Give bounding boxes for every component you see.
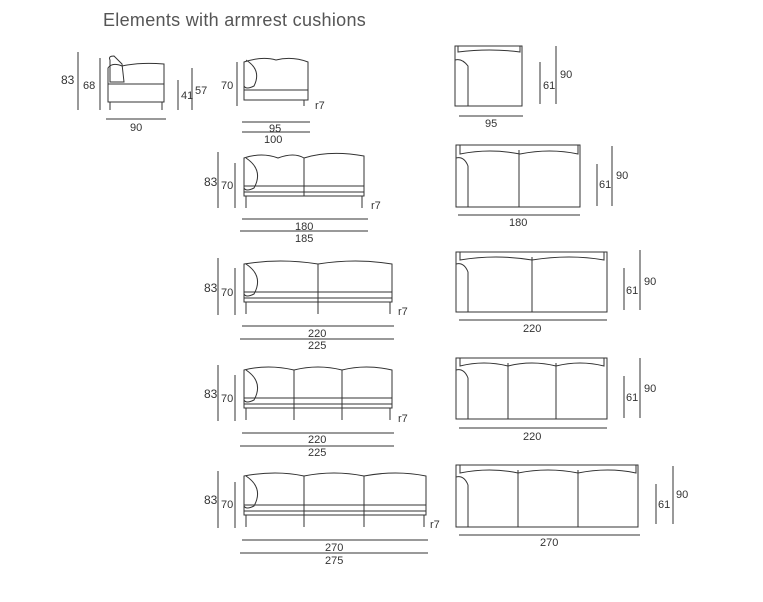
element-95-side-view bbox=[236, 57, 310, 133]
element-220-b-top-view bbox=[455, 357, 641, 429]
element-180-side-view bbox=[217, 152, 368, 232]
element-270-seat-depth-label: 61 bbox=[658, 499, 671, 511]
element-180-outer-width-label: 185 bbox=[295, 233, 314, 245]
element-95-plan-width-label: 95 bbox=[485, 118, 498, 130]
element-220-a-total-height-label: 83 bbox=[204, 281, 218, 295]
element-220-b-total-height-label: 83 bbox=[204, 387, 218, 401]
element-220-a-top-view bbox=[455, 250, 641, 321]
element-220-a-inner-width-label: 220 bbox=[308, 328, 327, 340]
page-heading: Elements with armrest cushions bbox=[103, 10, 367, 30]
element-95-inner-width-label: 95 bbox=[269, 123, 282, 135]
armchair-back-height-label: 68 bbox=[83, 80, 96, 92]
element-180-back-height-label: 70 bbox=[221, 180, 234, 192]
element-220-a-side-view bbox=[217, 258, 394, 340]
element-95-seat-depth-label: 61 bbox=[543, 80, 556, 92]
element-220-a-radius-label: r7 bbox=[398, 306, 408, 318]
element-270-radius-label: r7 bbox=[430, 519, 440, 531]
element-220-b-total-depth-label: 90 bbox=[644, 383, 657, 395]
element-220-a-plan-width-label: 220 bbox=[523, 323, 542, 335]
element-270-total-depth-label: 90 bbox=[676, 489, 689, 501]
element-180-plan-width-label: 180 bbox=[509, 217, 528, 229]
element-95-radius-label: r7 bbox=[315, 100, 325, 112]
element-220-b-radius-label: r7 bbox=[398, 413, 408, 425]
element-180-total-height-label: 83 bbox=[204, 175, 218, 189]
armchair-total-height-label: 83 bbox=[61, 73, 75, 87]
element-220-b-outer-width-label: 225 bbox=[308, 447, 327, 459]
armchair-width-label: 90 bbox=[130, 122, 143, 134]
element-95-total-depth-label: 90 bbox=[560, 69, 573, 81]
element-220-a-seat-depth-label: 61 bbox=[626, 285, 639, 297]
element-180-inner-width-label: 180 bbox=[295, 221, 314, 233]
element-95-top-view bbox=[454, 45, 557, 117]
element-220-b-inner-width-label: 220 bbox=[308, 434, 327, 446]
element-180-radius-label: r7 bbox=[371, 200, 381, 212]
element-270-plan-width-label: 270 bbox=[540, 537, 559, 549]
element-220-b-side-view bbox=[217, 365, 394, 447]
element-270-inner-width-label: 270 bbox=[325, 542, 344, 554]
armchair-arm-height-label: 57 bbox=[195, 85, 208, 97]
element-180-top-view bbox=[455, 144, 613, 216]
element-220-b-plan-width-label: 220 bbox=[523, 431, 542, 443]
element-220-b-seat-depth-label: 61 bbox=[626, 392, 639, 404]
element-220-b-back-height-label: 70 bbox=[221, 393, 234, 405]
element-180-seat-depth-label: 61 bbox=[599, 179, 612, 191]
armchair-side-view bbox=[77, 52, 193, 120]
element-270-back-height-label: 70 bbox=[221, 499, 234, 511]
element-270-top-view bbox=[455, 464, 674, 536]
element-220-a-total-depth-label: 90 bbox=[644, 276, 657, 288]
element-95-height-label: 70 bbox=[221, 80, 234, 92]
element-270-side-view bbox=[217, 471, 428, 554]
element-220-a-back-height-label: 70 bbox=[221, 287, 234, 299]
element-270-outer-width-label: 275 bbox=[325, 555, 344, 567]
armchair-seat-height-label: 41 bbox=[181, 90, 194, 102]
element-270-total-height-label: 83 bbox=[204, 493, 218, 507]
element-220-a-outer-width-label: 225 bbox=[308, 340, 327, 352]
element-95-outer-width-label: 100 bbox=[264, 134, 283, 146]
element-180-total-depth-label: 90 bbox=[616, 170, 629, 182]
